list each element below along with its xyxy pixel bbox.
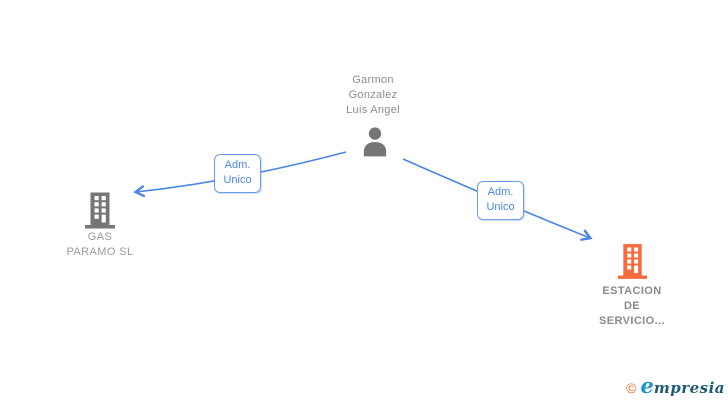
edge-label-line: Unico	[486, 201, 515, 213]
building-icon-gas-paramo[interactable]	[85, 191, 115, 229]
person-name-line: Garmon	[352, 74, 394, 86]
edge-label-adm-unico-left: Adm. Unico	[214, 154, 261, 193]
company-name-line: DE	[623, 300, 641, 312]
person-name: Garmon Gonzalez Luis Angel	[313, 73, 433, 118]
company-name-line: PARAMO SL	[66, 246, 134, 258]
edge-label-line: Unico	[223, 174, 252, 186]
company-name-line: ESTACION	[602, 285, 662, 297]
edge-label-adm-unico-right: Adm. Unico	[477, 181, 524, 220]
company-name-line: SERVICIO...	[599, 315, 665, 327]
empresia-logo-initial: e	[640, 373, 654, 398]
person-name-line: Gonzalez	[348, 89, 398, 101]
company-name-line: GAS	[87, 231, 113, 243]
copyright-icon: ©	[626, 380, 637, 396]
building-icon-estacion-servicio[interactable]	[618, 242, 647, 280]
empresia-logo-text: mpresia	[653, 379, 725, 397]
company-name-gas-paramo[interactable]: GAS PARAMO SL	[35, 230, 165, 260]
edge-label-line: Adm.	[224, 159, 251, 171]
person-icon[interactable]	[361, 126, 389, 157]
company-name-estacion-servicio[interactable]: ESTACION DE SERVICIO...	[567, 284, 697, 329]
empresia-logo[interactable]: © e mpresia	[626, 373, 725, 398]
person-name-line: Luis Angel	[346, 104, 400, 116]
edge-label-line: Adm.	[487, 186, 514, 198]
